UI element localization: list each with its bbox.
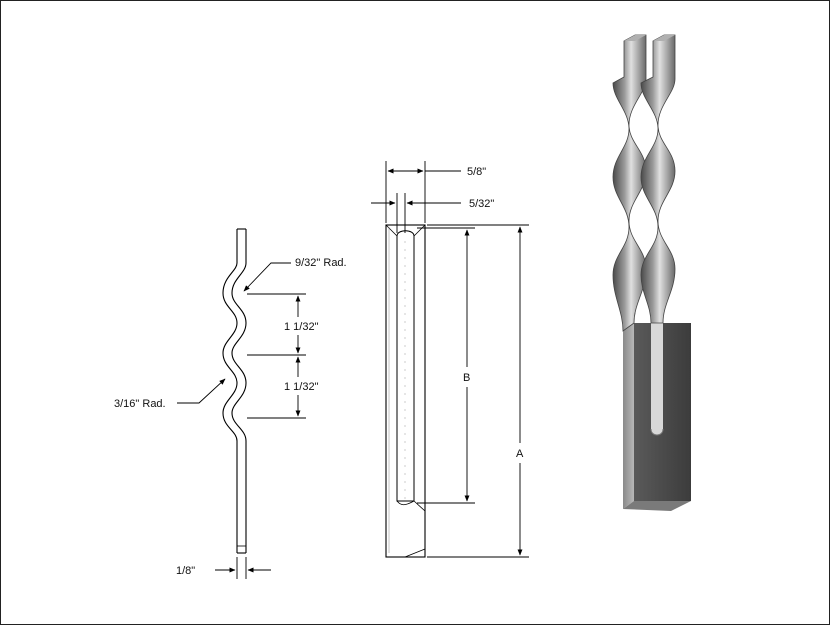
- dimension-a-label: A: [516, 448, 524, 460]
- profile-outline-left: [222, 229, 238, 553]
- radius-top-label: 9/32" Rad.: [295, 257, 347, 269]
- radius-bottom-label: 3/16" Rad.: [114, 398, 166, 410]
- front-slot: [396, 230, 415, 502]
- overall-width-label: 5/8": [467, 166, 486, 178]
- pitch-lower-label: 1 1/32": [284, 381, 319, 393]
- pitch-upper-label: 1 1/32": [284, 321, 319, 333]
- anchor-3d-rendering: [612, 34, 691, 511]
- thickness-label: 1/8": [176, 565, 195, 577]
- slot-width-label: 5/32": [469, 198, 494, 210]
- side-view: [177, 228, 306, 579]
- front-view: [371, 161, 529, 558]
- dimension-b-label: B: [463, 372, 470, 384]
- profile-outline-right: [231, 229, 247, 553]
- front-body-outline: [385, 224, 426, 558]
